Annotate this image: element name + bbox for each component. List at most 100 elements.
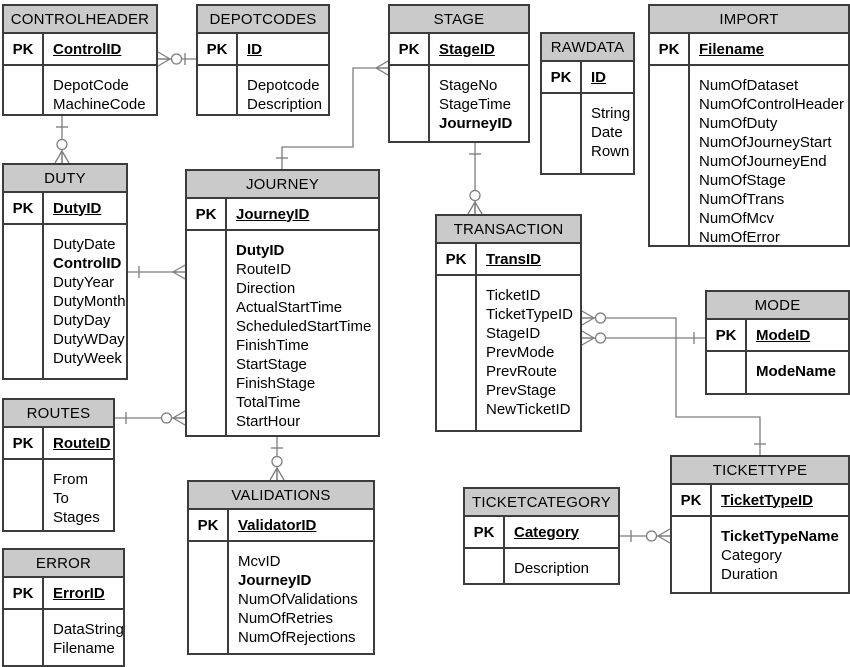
field-stageno: StageNo [439, 77, 498, 94]
entity-body: Description [465, 549, 618, 583]
field-startstage: StartStage [236, 356, 307, 373]
field-to: To [53, 490, 69, 507]
relationship-ticketcategory-tickettype [620, 528, 671, 544]
pk-row: PK ValidatorID [189, 510, 373, 542]
pk-label: PK [4, 34, 44, 64]
field-routeid: RouteID [236, 261, 292, 278]
pk-spacer-cell [198, 66, 238, 114]
field-controlid: ControlID [53, 255, 122, 272]
pk-row: PK TransID [437, 244, 580, 276]
pk-spacer-cell [542, 94, 582, 173]
field-description: Description [514, 560, 590, 577]
relationship-stage-transaction [467, 143, 483, 215]
relationship-controlheader-duty [54, 116, 70, 164]
field-dutyyear: DutyYear [53, 274, 115, 291]
field-numofduty: NumOfDuty [699, 115, 778, 132]
field-ticketid: TicketID [486, 287, 541, 304]
field-numofjourneystart: NumOfJourneyStart [699, 134, 832, 151]
field-dutywday: DutyWDay [53, 331, 125, 348]
pk-label: PK [390, 34, 430, 64]
entity-title: IMPORT [650, 6, 848, 34]
relationship-routes-journey [115, 410, 186, 426]
pk-spacer-cell [4, 66, 44, 114]
pk-spacer-cell [4, 610, 44, 665]
entity-title: MODE [707, 292, 848, 320]
pk-field-name: ErrorID [53, 584, 105, 602]
field-tickettypename: TicketTypeName [721, 528, 839, 545]
field-dutymonth: DutyMonth [53, 293, 126, 310]
entity-body: ModeName [707, 352, 848, 393]
field-duration: Duration [721, 566, 778, 583]
field-newticketid: NewTicketID [486, 401, 571, 418]
entity-title: DEPOTCODES [198, 6, 328, 34]
pk-label: PK [672, 485, 712, 515]
field-string: String [591, 105, 631, 122]
entity-title: TICKETCATEGORY [465, 489, 618, 517]
field-dutydate: DutyDate [53, 236, 116, 253]
pk-label: PK [437, 244, 477, 274]
field-modename: ModeName [756, 363, 837, 380]
field-prevroute: PrevRoute [486, 363, 557, 380]
field-finishstage: FinishStage [236, 375, 316, 392]
field-machinecode: MachineCode [53, 96, 146, 113]
field-actualstarttime: ActualStartTime [236, 299, 343, 316]
entity-title: ROUTES [4, 400, 113, 428]
field-from: From [53, 471, 88, 488]
field-depotcode: Depotcode [247, 77, 320, 94]
pk-field-name: TransID [486, 250, 542, 268]
field-numofcontrolheader: NumOfControlHeader [699, 96, 845, 113]
pk-field-name: ID [591, 68, 606, 86]
field-scheduledstarttime: ScheduledStartTime [236, 318, 372, 335]
field-prevmode: PrevMode [486, 344, 555, 361]
field-stageid: StageID [486, 325, 541, 342]
pk-label: PK [4, 428, 44, 458]
relationship-journey-validations [269, 437, 285, 481]
pk-label: PK [707, 320, 747, 350]
field-list: Description [505, 549, 618, 583]
field-journeyid: JourneyID [238, 572, 312, 589]
pk-label: PK [4, 193, 44, 223]
pk-field-name: StageID [439, 40, 495, 58]
field-stagetime: StageTime [439, 96, 511, 113]
field-filename: Filename [53, 640, 115, 657]
pk-field-name: ValidatorID [238, 516, 317, 534]
field-mcvid: McvID [238, 553, 281, 570]
pk-row: PK ModeID [707, 320, 848, 352]
field-numofjourneyend: NumOfJourneyEnd [699, 153, 827, 170]
field-dutyid: DutyID [236, 242, 285, 259]
entity-title: VALIDATIONS [189, 482, 373, 510]
pk-field-name: ModeID [756, 326, 811, 344]
pk-spacer-cell [187, 231, 227, 435]
field-dutyday: DutyDay [53, 312, 111, 329]
pk-label: PK [189, 510, 229, 540]
field-numofdataset: NumOfDataset [699, 77, 799, 94]
pk-spacer-cell [4, 460, 44, 530]
field-starthour: StartHour [236, 413, 301, 430]
